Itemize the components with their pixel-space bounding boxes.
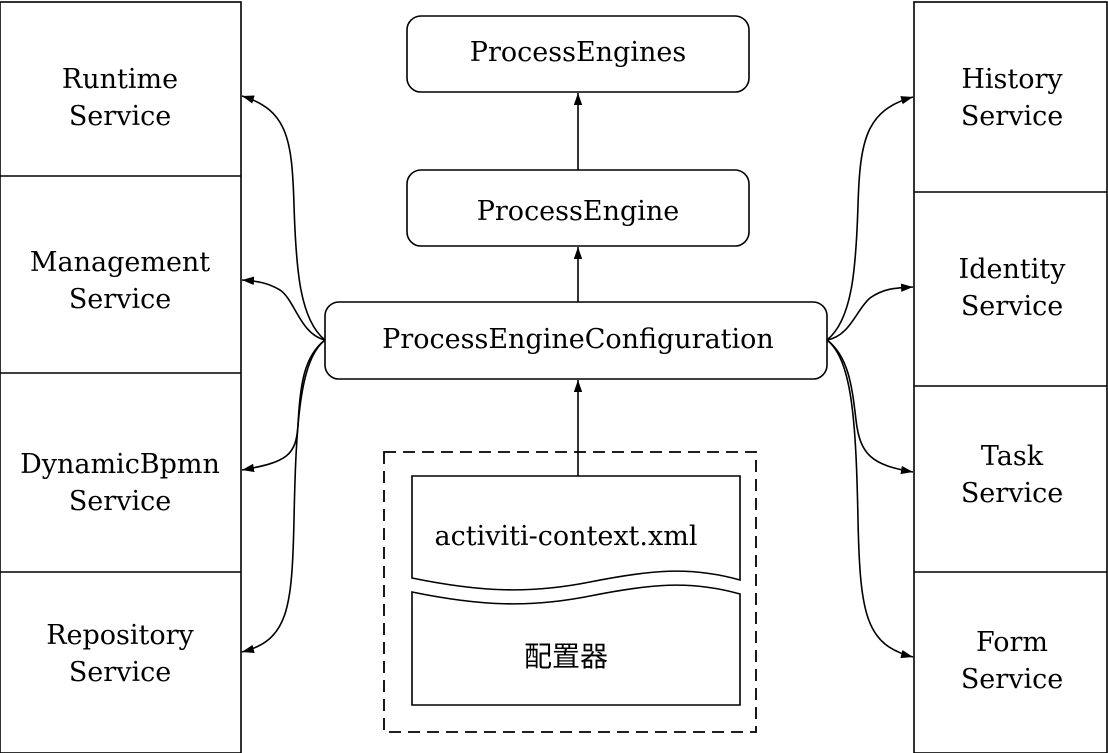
dashed-frame [383, 451, 757, 733]
service-label: Service [69, 101, 171, 132]
right-services-column: History Service Identity Service Task Se… [913, 1, 1108, 753]
service-label: DynamicBpmn [20, 449, 220, 480]
service-label: Service [961, 101, 1063, 132]
left-column-frame [0, 1, 242, 753]
arrow-to-management-service [241, 276, 326, 341]
config-filename: activiti-context.xml [435, 521, 698, 552]
arrow-to-runtime-service [241, 95, 326, 341]
file-bottom-part [411, 584, 741, 706]
task-service-box: Task Service [961, 441, 1063, 509]
dynamicbpmn-service-box: DynamicBpmn Service [20, 449, 220, 517]
arrow-to-form-service [826, 339, 914, 659]
left-service-arrows [241, 95, 326, 654]
arrow-to-dynamicbpmn-service [241, 339, 326, 473]
right-column-frame [913, 1, 1108, 753]
file-top-part [411, 475, 741, 591]
process-engines-node: ProcessEngines [406, 15, 750, 93]
runtime-service-box: Runtime Service [62, 64, 178, 132]
left-services-column: Runtime Service Management Service Dynam… [0, 1, 242, 753]
process-engine-configuration-node: ProcessEngineConfiguration [324, 301, 828, 380]
node-label: ProcessEngine [477, 196, 680, 227]
management-service-box: Management Service [30, 247, 210, 315]
service-label: Form [976, 627, 1048, 658]
service-label: Service [961, 291, 1063, 322]
identity-service-box: Identity Service [959, 254, 1067, 322]
configurator-label: 配置器 [524, 640, 608, 673]
repository-service-box: Repository Service [46, 620, 194, 688]
service-label: Service [961, 664, 1063, 695]
arrow-to-repository-service [241, 339, 326, 654]
arrow-to-identity-service [826, 283, 914, 341]
history-service-box: History Service [961, 64, 1064, 132]
service-label: Management [30, 247, 210, 278]
service-label: Runtime [62, 64, 178, 95]
service-label: Task [981, 441, 1044, 472]
process-engine-node: ProcessEngine [406, 169, 750, 247]
right-service-arrows [826, 96, 914, 659]
form-service-box: Form Service [961, 627, 1063, 695]
service-label: Service [961, 478, 1063, 509]
arrow-to-task-service [826, 339, 914, 475]
service-label: Service [69, 284, 171, 315]
config-file-group: activiti-context.xml 配置器 [383, 451, 757, 733]
service-label: Service [69, 486, 171, 517]
arrow-to-history-service [826, 96, 914, 341]
service-label: Service [69, 657, 171, 688]
service-label: Identity [959, 254, 1067, 285]
node-label: ProcessEngines [470, 37, 686, 68]
service-label: History [961, 64, 1063, 95]
node-label: ProcessEngineConfiguration [382, 324, 774, 355]
service-label: Repository [46, 620, 194, 651]
